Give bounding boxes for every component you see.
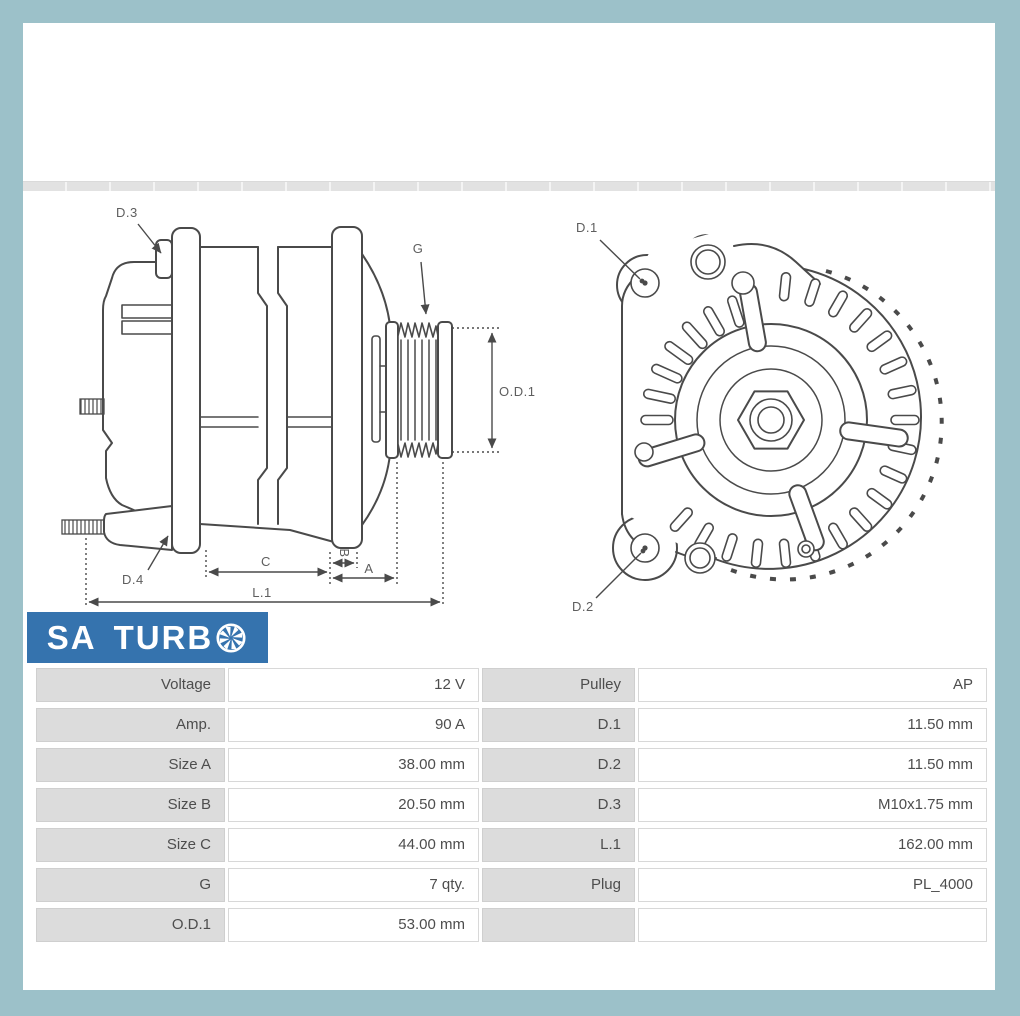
spec-label: Size B bbox=[36, 788, 225, 822]
top-ear-d3 bbox=[155, 239, 173, 279]
dim-label-a: A bbox=[364, 561, 373, 576]
mount-flange-bar bbox=[171, 227, 201, 554]
pulley-side bbox=[385, 321, 453, 459]
spec-label: O.D.1 bbox=[36, 908, 225, 942]
logo-text-turb: TURB bbox=[113, 618, 214, 656]
table-row bbox=[482, 908, 987, 942]
turbo-fan-icon bbox=[216, 622, 246, 653]
vent-slots bbox=[640, 271, 920, 569]
spec-value bbox=[638, 908, 987, 942]
lower-stud bbox=[61, 519, 107, 535]
dim-label-g: G bbox=[413, 241, 424, 256]
spec-value: 90 A bbox=[228, 708, 479, 742]
spec-label: Amp. bbox=[36, 708, 225, 742]
spec-value: 38.00 mm bbox=[228, 748, 479, 782]
spec-value: 11.50 mm bbox=[638, 748, 987, 782]
divider-strip bbox=[23, 181, 995, 191]
brand-logo: SA TURB bbox=[27, 612, 268, 663]
spec-value: 162.00 mm bbox=[638, 828, 987, 862]
spec-label: Pulley bbox=[482, 668, 635, 702]
spec-label: G bbox=[36, 868, 225, 902]
side-view-alternator: D.3 G D.4 O.D.1 C B A L.1 bbox=[61, 205, 535, 607]
dim-label-d1: D.1 bbox=[576, 220, 598, 235]
front-view-alternator: D.1 D.2 bbox=[572, 220, 944, 614]
spec-label: D.3 bbox=[482, 788, 635, 822]
spec-value: 7 qty. bbox=[228, 868, 479, 902]
spec-value: 12 V bbox=[228, 668, 479, 702]
spec-label: D.2 bbox=[482, 748, 635, 782]
dim-label-od1: O.D.1 bbox=[499, 384, 535, 399]
spec-value: PL_4000 bbox=[638, 868, 987, 902]
spec-value: 44.00 mm bbox=[228, 828, 479, 862]
spec-value: AP bbox=[638, 668, 987, 702]
spec-label: Size C bbox=[36, 828, 225, 862]
dim-label-d4: D.4 bbox=[122, 572, 144, 587]
spec-label: Plug bbox=[482, 868, 635, 902]
dim-label-d2: D.2 bbox=[572, 599, 594, 614]
spec-value: M10x1.75 mm bbox=[638, 788, 987, 822]
dim-label-d3: D.3 bbox=[116, 205, 138, 220]
logo-text-sa: SA bbox=[46, 618, 97, 656]
spec-label: D.1 bbox=[482, 708, 635, 742]
spec-value: 11.50 mm bbox=[638, 708, 987, 742]
front-bracket-bar bbox=[331, 226, 363, 549]
table-row: Amp.90 A bbox=[36, 708, 479, 742]
spec-label: Size A bbox=[36, 748, 225, 782]
dim-label-c: C bbox=[261, 554, 271, 569]
spec-label: L.1 bbox=[482, 828, 635, 862]
dim-label-b: B bbox=[337, 548, 352, 557]
dim-label-l1: L.1 bbox=[252, 585, 272, 600]
spec-value: 20.50 mm bbox=[228, 788, 479, 822]
spec-label: Voltage bbox=[36, 668, 225, 702]
pulley-spokes bbox=[637, 282, 909, 552]
rear-stud bbox=[79, 398, 105, 415]
spec-label bbox=[482, 908, 635, 942]
spec-value: 53.00 mm bbox=[228, 908, 479, 942]
